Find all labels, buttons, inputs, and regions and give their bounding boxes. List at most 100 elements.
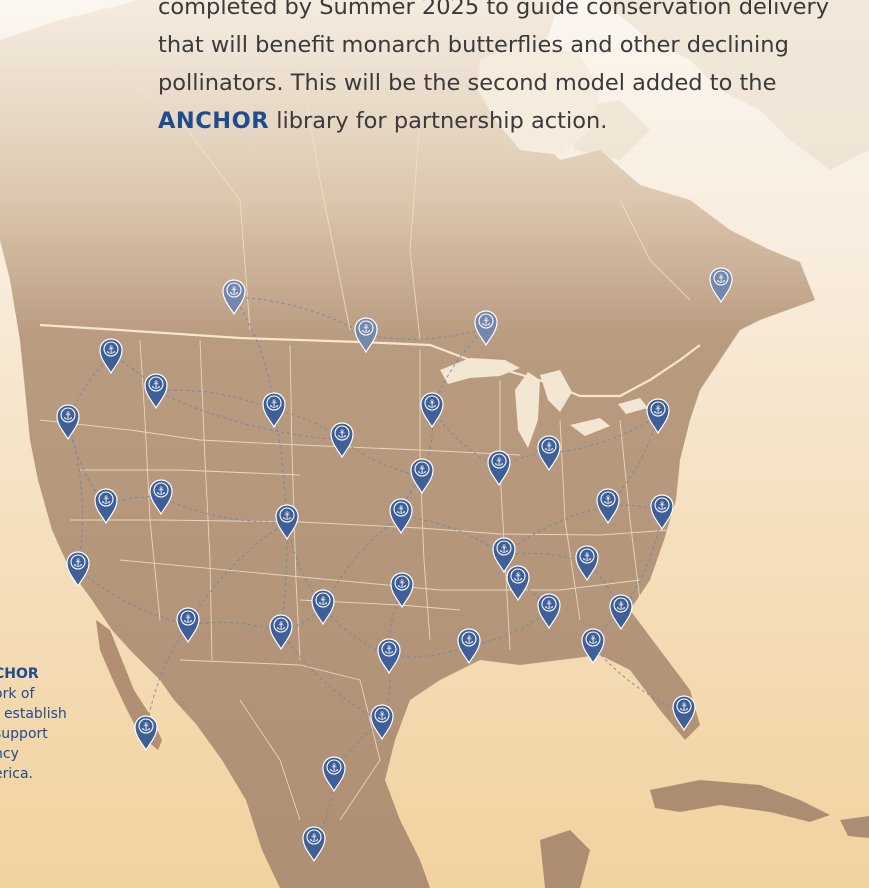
pin-ring [315, 592, 331, 608]
anchor-pin-marker[interactable]: ⚓ [269, 614, 293, 651]
anchor-pin-marker[interactable]: ⚓ [390, 572, 414, 609]
pin-ring [153, 482, 169, 498]
pin-ring [266, 395, 282, 411]
pin-ring [393, 501, 409, 517]
anchor-pin-marker[interactable]: ⚓ [99, 338, 123, 375]
anchor-pin-marker[interactable]: ⚓ [389, 498, 413, 535]
anchor-pin-marker[interactable]: ⚓ [222, 279, 246, 316]
anchor-pin-marker[interactable]: ⚓ [410, 458, 434, 495]
route-line [322, 515, 402, 608]
side-note-line-1: ork of [0, 686, 35, 702]
pin-ring [461, 631, 477, 647]
anchor-icon: ⚓ [329, 762, 339, 775]
pin-ring [541, 596, 557, 612]
anchor-pin-marker[interactable]: ⚓ [487, 450, 511, 487]
anchor-icon: ⚓ [282, 510, 292, 523]
pin-ring [279, 507, 295, 523]
anchor-pin-marker[interactable]: ⚓ [66, 551, 90, 588]
side-note-line-5: erica. [0, 766, 33, 782]
anchor-pin-marker[interactable]: ⚓ [176, 607, 200, 644]
anchor-icon: ⚓ [337, 428, 347, 441]
side-note-line-4: ncy [0, 746, 19, 762]
pin-ring [381, 641, 397, 657]
pin-ring [613, 597, 629, 613]
cuba-island [650, 780, 830, 822]
anchor-pin-marker[interactable]: ⚓ [575, 545, 599, 582]
anchor-icon: ⚓ [73, 557, 83, 570]
anchor-icon: ⚓ [318, 595, 328, 608]
pin-ring [496, 540, 512, 556]
anchor-pin-marker[interactable]: ⚓ [149, 479, 173, 516]
pin-ring [306, 829, 322, 845]
side-note-brand: CHOR [0, 666, 39, 682]
anchor-pin-marker[interactable]: ⚓ [650, 494, 674, 531]
anchor-icon: ⚓ [309, 832, 319, 845]
side-note-line-3: support [0, 726, 48, 742]
anchor-icon: ⚓ [106, 344, 116, 357]
anchor-brand-name: ANCHOR [158, 108, 270, 134]
route-line [592, 645, 685, 714]
anchor-pin-marker[interactable]: ⚓ [370, 704, 394, 741]
anchor-pin-marker[interactable]: ⚓ [311, 589, 335, 626]
anchor-pin-marker[interactable]: ⚓ [302, 826, 326, 863]
anchor-pins: ⚓ ⚓ ⚓ ⚓ ⚓ ⚓ ⚓ ⚓ ⚓ ⚓ ⚓ ⚓ ⚓ ⚓ ⚓ ⚓ ⚓ ⚓ ⚓ ⚓ ⚓ ⚓ ⚓ ⚓ ⚓ ⚓ ⚓ ⚓ ⚓ ⚓ ⚓ ⚓ ⚓ ⚓ ⚓ ⚓ ⚓ ⚓ [56, 267, 733, 863]
anchor-pin-marker[interactable]: ⚓ [134, 715, 158, 752]
pin-ring [394, 575, 410, 591]
anchor-pin-marker[interactable]: ⚓ [56, 404, 80, 441]
anchor-pin-marker[interactable]: ⚓ [330, 422, 354, 459]
anchor-pin-marker[interactable]: ⚓ [709, 267, 733, 304]
anchor-icon: ⚓ [588, 634, 598, 647]
anchor-pin-marker[interactable]: ⚓ [596, 488, 620, 525]
intro-line-3: pollinators. This will be the second mod… [158, 70, 777, 96]
pin-ring [541, 438, 557, 454]
pin-ring [654, 497, 670, 513]
state-borders [39, 59, 691, 821]
anchor-icon: ⚓ [396, 504, 406, 517]
anchor-pin-marker[interactable]: ⚓ [262, 392, 286, 429]
anchor-pin-marker[interactable]: ⚓ [94, 488, 118, 525]
pin-ring [60, 407, 76, 423]
anchor-pin-marker[interactable]: ⚓ [537, 593, 561, 630]
pin-ring [650, 401, 666, 417]
anchor-pin-marker[interactable]: ⚓ [457, 628, 481, 665]
anchor-icon: ⚓ [582, 551, 592, 564]
anchor-pin-marker[interactable]: ⚓ [377, 638, 401, 675]
anchor-pin-marker[interactable]: ⚓ [646, 398, 670, 435]
pin-ring [138, 718, 154, 734]
intro-line-4: ANCHOR library for partnership action. [158, 102, 858, 140]
anchor-pin-marker[interactable]: ⚓ [144, 373, 168, 410]
anchor-icon: ⚓ [513, 571, 523, 584]
anchor-pin-marker[interactable]: ⚓ [420, 392, 444, 429]
anchor-pin-marker[interactable]: ⚓ [672, 695, 696, 732]
anchor-icon: ⚓ [653, 404, 663, 417]
us-canada-border [39, 323, 701, 398]
pin-ring [148, 376, 164, 392]
anchor-pin-marker[interactable]: ⚓ [506, 565, 530, 602]
anchor-pin-marker[interactable]: ⚓ [492, 537, 516, 574]
great-lakes [440, 358, 648, 448]
hudson-bay [478, 40, 600, 155]
anchor-pin-marker[interactable]: ⚓ [581, 628, 605, 665]
anchor-pin-marker[interactable]: ⚓ [609, 594, 633, 631]
anchor-icon: ⚓ [544, 599, 554, 612]
anchor-icon: ⚓ [361, 323, 371, 336]
anchor-pin-marker[interactable]: ⚓ [354, 317, 378, 354]
arctic-islands [560, 0, 869, 170]
route-line [280, 606, 324, 633]
anchor-icon: ⚓ [716, 273, 726, 286]
anchor-pin-marker[interactable]: ⚓ [474, 310, 498, 347]
anchor-icon: ⚓ [377, 710, 387, 723]
anchor-pin-marker[interactable]: ⚓ [537, 435, 561, 472]
anchor-icon: ⚓ [229, 285, 239, 298]
anchor-pin-marker[interactable]: ⚓ [275, 504, 299, 541]
side-note-line-2: t establish [0, 706, 67, 722]
intro-text: completed by Summer 2025 to guide conser… [158, 0, 858, 140]
pin-ring [103, 341, 119, 357]
anchor-icon: ⚓ [679, 701, 689, 714]
anchor-icon: ⚓ [384, 644, 394, 657]
anchor-icon: ⚓ [101, 494, 111, 507]
route-line [431, 327, 487, 411]
route-line [67, 421, 84, 570]
anchor-pin-marker[interactable]: ⚓ [322, 756, 346, 793]
land-mass [0, 0, 815, 888]
